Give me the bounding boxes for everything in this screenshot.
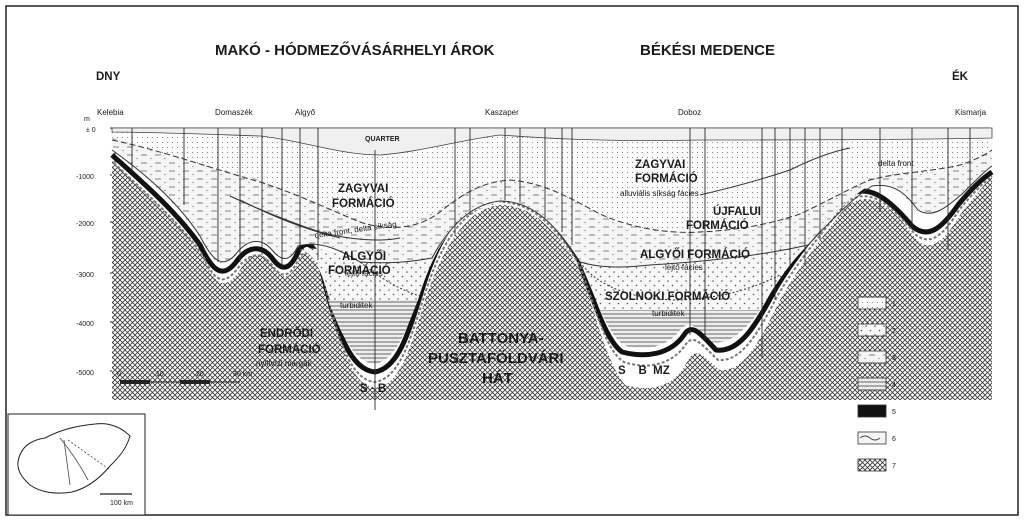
depth-axis: m ± 0 -1000 -2000 -3000 -4000 -5000 [76, 116, 115, 377]
legend-swatch-4 [858, 378, 886, 390]
place-kelebia: Kelebia [97, 108, 124, 117]
label-sb-right: S B MZ [618, 365, 670, 377]
label-ujfalui-1: ÚJFALUI [713, 205, 761, 218]
label-lejto-left: lejtő fácies [345, 269, 383, 278]
depth-tick-3000: -3000 [76, 272, 94, 279]
place-doboz: Doboz [678, 108, 701, 117]
label-lejto-right: lejtő fácies [665, 263, 703, 272]
scale-tick-10: 10 [156, 371, 164, 378]
scale-tick-30: 30 km [233, 371, 252, 378]
depth-tick-5000: -5000 [76, 370, 94, 377]
legend-swatch-3 [858, 351, 886, 363]
legend-label-3: 3 [892, 355, 896, 362]
legend-label-5: 5 [892, 409, 896, 416]
left-region-title: MAKÓ - HÓDMEZŐVÁSÁRHELYI ÁROK [215, 41, 495, 59]
right-region-title: BÉKÉSI MEDENCE [640, 42, 775, 59]
label-endrodi-1: ENDRŐDI [260, 327, 313, 340]
direction-left: DNY [96, 71, 121, 83]
label-ujfalui-2: FORMÁCIÓ [686, 219, 749, 232]
label-zagyvai-left-1: ZAGYVAI [338, 183, 388, 195]
label-delta-front-right: delta front [878, 159, 914, 168]
legend-label-2: 2 [892, 328, 896, 335]
label-turbidit-right: turbiditek [652, 309, 685, 318]
label-szolnoki: SZOLNOKI FORMÁCIÓ [605, 290, 730, 303]
legend-label-4: 4 [892, 382, 896, 389]
direction-right: ÉK [952, 70, 969, 83]
depth-tick-1000: -1000 [76, 174, 94, 181]
label-algyoi-left-1: ALGYŐI [342, 250, 386, 263]
label-endrodi-3: nyíltvízi márgák [256, 359, 313, 368]
scale-tick-20: 20 [196, 371, 204, 378]
label-quarter: QUARTER [365, 136, 400, 143]
label-zagyvai-right-1: ZAGYVAI [635, 159, 685, 171]
legend-label-6: 6 [892, 436, 896, 443]
place-algyo: Algyő [295, 108, 316, 117]
label-zagyvai-left-2: FORMÁCIÓ [332, 197, 395, 210]
legend-swatch-1 [858, 297, 886, 309]
legend-label-1: 1 [892, 301, 896, 308]
place-kismarja: Kismarja [955, 108, 987, 117]
depth-tick-2000: -2000 [76, 221, 94, 228]
place-names: Kelebia Domaszék Algyő Kaszaper Doboz Ki… [97, 108, 987, 117]
legend-swatch-2 [858, 324, 886, 336]
depth-tick-4000: -4000 [76, 321, 94, 328]
label-zagyvai-right-2: FORMÁCIÓ [635, 172, 698, 185]
label-turbidit-left: turbiditek [340, 301, 373, 310]
depth-unit: m [84, 116, 90, 123]
legend-swatch-5 [858, 405, 886, 417]
legend-label-7: 7 [892, 463, 896, 470]
label-battonya-1: BATTONYA- [458, 330, 544, 347]
label-alluvialis: alluviális síkság fácies [620, 189, 699, 198]
label-sb-left: S · B [360, 383, 386, 395]
place-domaszek: Domaszék [215, 108, 254, 117]
legend-swatch-7 [858, 459, 886, 471]
label-algyoi-right: ALGYŐI FORMÁCIÓ [640, 248, 750, 261]
scale-tick-0: 0 [117, 371, 121, 378]
label-battonya-3: HÁT [482, 370, 513, 387]
place-kaszaper: Kaszaper [485, 108, 519, 117]
inset-scale: 100 km [110, 500, 133, 507]
depth-tick-0: ± 0 [86, 127, 96, 134]
label-endrodi-2: FORMÁCIÓ [258, 343, 321, 356]
legend-swatch-6 [858, 432, 886, 444]
inset-map: 100 km [8, 414, 145, 515]
label-battonya-2: PUSZTAFÖLDVÁRI [428, 350, 564, 367]
